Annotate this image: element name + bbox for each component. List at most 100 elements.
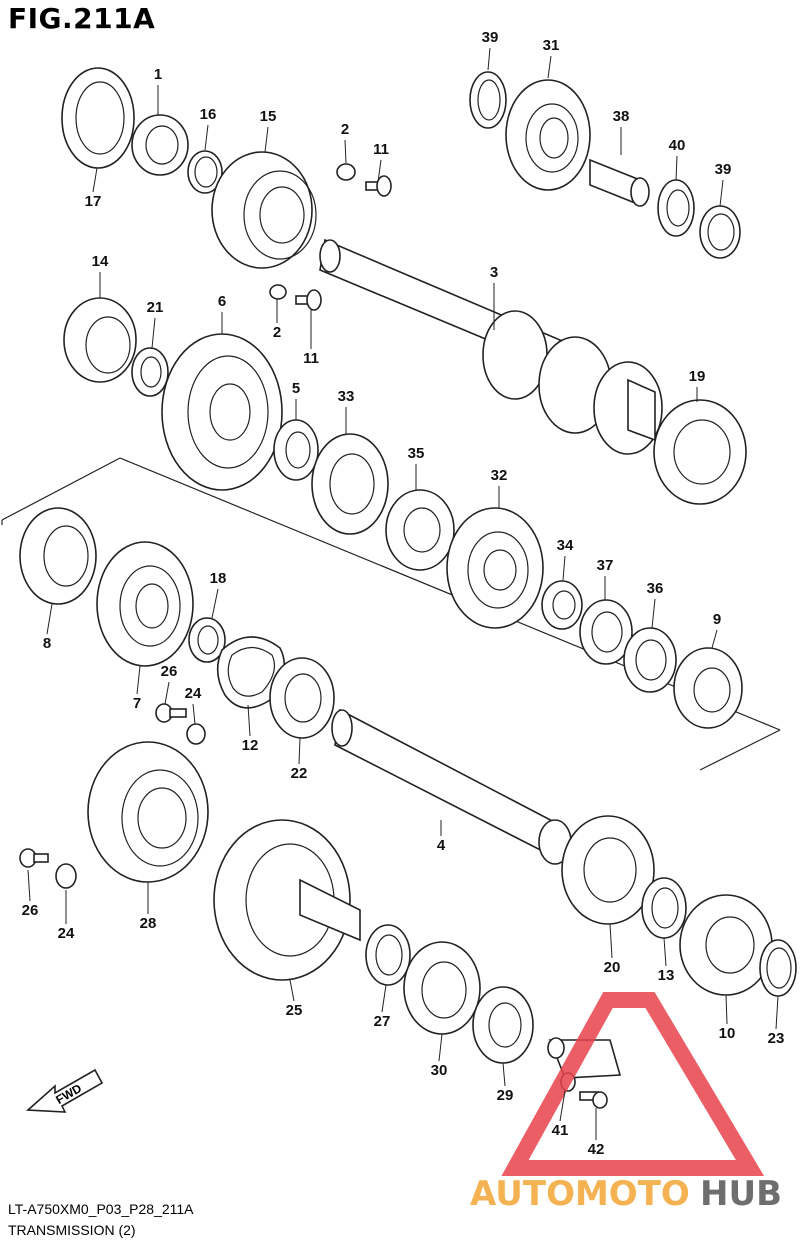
washer-37 <box>579 599 633 665</box>
gear-31 <box>505 79 591 191</box>
callout-number: 7 <box>133 695 141 712</box>
figure-title: FIG.211A <box>8 2 156 35</box>
washer-36 <box>623 627 677 693</box>
callout-number: 40 <box>669 137 686 154</box>
callout-number: 23 <box>768 1030 785 1047</box>
callout-leader-line <box>719 179 724 207</box>
bearing-20 <box>561 815 655 925</box>
gear-9 <box>673 647 743 729</box>
bolt-42 <box>579 1091 608 1109</box>
callout-number: 14 <box>92 253 109 270</box>
bolt-26-lower <box>19 848 49 868</box>
callout-leader-line <box>725 994 728 1025</box>
callout-leader-line <box>151 317 156 349</box>
callout-number: 4 <box>437 837 446 854</box>
callout-leader-line <box>675 155 678 181</box>
callout-number: 42 <box>588 1141 605 1158</box>
callout-number: 19 <box>689 368 706 385</box>
callout-number: 35 <box>408 445 425 462</box>
washer-39-left <box>469 71 507 129</box>
oil-seal-17 <box>61 67 135 169</box>
callout-number: 5 <box>292 380 300 397</box>
callout-number: 11 <box>373 141 389 158</box>
gear-7 <box>96 541 194 667</box>
gear-8 <box>19 507 97 605</box>
callout-leader-line <box>92 167 98 193</box>
washer-39-right <box>699 205 741 259</box>
callout-leader-line <box>204 124 209 151</box>
callout-leader-line <box>438 1033 443 1062</box>
callout-number: 6 <box>218 293 226 310</box>
washer-22 <box>269 657 335 739</box>
washer-2-upper <box>336 163 356 181</box>
callout-leader-line <box>192 703 196 725</box>
bushing-18 <box>188 617 226 663</box>
washer-27 <box>365 924 411 986</box>
oil-seal-29 <box>472 986 534 1064</box>
gear-32 <box>446 507 544 629</box>
callout-leader-line <box>562 555 566 581</box>
washer-24-lower <box>55 863 77 889</box>
bearing-15 <box>211 151 317 269</box>
forward-arrow-icon: FWD <box>26 1068 104 1113</box>
callout-number: 11 <box>303 350 319 367</box>
callout-number: 21 <box>147 299 164 316</box>
gear-10 <box>679 894 773 996</box>
callout-leader-line <box>27 869 31 902</box>
watermark-text-automoto: AUTOMOTO <box>470 1174 690 1214</box>
callout-leader-line <box>136 665 141 695</box>
callout-number: 3 <box>490 264 498 281</box>
callout-leader-line <box>377 159 382 183</box>
callout-leader-line <box>298 737 301 765</box>
callout-number: 28 <box>140 915 157 932</box>
assembly-boundary <box>1 457 781 771</box>
bolt-11-upper <box>365 175 392 197</box>
gear-6 <box>161 333 283 491</box>
callout-leader-line <box>502 1062 506 1087</box>
callout-leader-line <box>651 598 656 629</box>
bushing-5 <box>273 419 319 481</box>
gear-35 <box>385 489 455 571</box>
footer-section-name: TRANSMISSION (2) <box>8 1222 136 1238</box>
callout-number: 2 <box>341 121 349 138</box>
callout-leader-line <box>164 681 170 705</box>
callout-leader-line <box>609 923 613 959</box>
washer-24-upper <box>186 723 206 745</box>
callout-number: 9 <box>713 611 721 628</box>
bearing-14 <box>63 297 137 383</box>
callout-number: 36 <box>647 580 664 597</box>
gear-33 <box>311 433 389 535</box>
callout-leader-line <box>381 984 387 1013</box>
washer-2-lower <box>269 284 287 300</box>
spacer-38 <box>589 158 650 207</box>
callout-number: 33 <box>338 388 355 405</box>
callout-number: 2 <box>273 324 281 341</box>
footer-model-code: LT-A750XM0_P03_P28_211A <box>8 1201 194 1217</box>
countershaft-3 <box>319 238 663 455</box>
callout-leader-line <box>487 47 491 71</box>
bushing-34 <box>541 580 583 630</box>
washer-21 <box>131 347 169 397</box>
bearing-30 <box>403 941 481 1035</box>
bearing-28 <box>87 741 209 883</box>
callout-leader-line <box>775 995 779 1030</box>
bearing-1 <box>131 114 189 176</box>
callout-number: 10 <box>719 1025 736 1042</box>
callout-number: 20 <box>604 959 621 976</box>
callout-number: 38 <box>613 108 630 125</box>
watermark-text-hub: HUB <box>700 1174 782 1214</box>
callout-number: 1 <box>154 66 162 83</box>
bolt-26-upper <box>155 703 187 723</box>
washer-13 <box>641 877 687 939</box>
callout-number: 30 <box>431 1062 448 1079</box>
callout-number: 34 <box>557 537 574 554</box>
callout-leader-line <box>547 55 552 79</box>
callout-number: 12 <box>242 737 259 754</box>
callout-number: 13 <box>658 967 675 984</box>
bearing-19 <box>653 399 747 505</box>
callout-number: 8 <box>43 635 51 652</box>
needle-bearing-40 <box>657 179 695 237</box>
callout-number: 26 <box>22 902 39 919</box>
